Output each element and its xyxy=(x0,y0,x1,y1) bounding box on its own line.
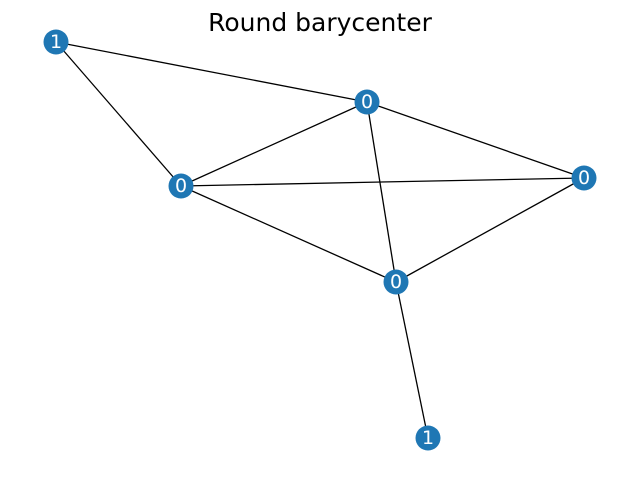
graph-title: Round barycenter xyxy=(208,8,432,37)
node-label: 1 xyxy=(422,427,434,449)
node-label: 0 xyxy=(578,167,590,189)
node-circle xyxy=(383,269,409,295)
node-label: 0 xyxy=(175,175,187,197)
edge-c-d xyxy=(180,177,585,187)
edge-a-b xyxy=(55,41,368,103)
graph-node: 0 xyxy=(571,165,597,191)
node-circle xyxy=(354,89,380,115)
node-circle xyxy=(168,173,194,199)
edge-b-d xyxy=(366,101,585,179)
graph-node: 1 xyxy=(415,425,441,451)
edge-layer xyxy=(55,41,585,439)
edge-e-f xyxy=(395,281,429,439)
node-circle xyxy=(43,29,69,55)
graph-node: 0 xyxy=(383,269,409,295)
node-label: 1 xyxy=(50,31,62,53)
edge-d-e xyxy=(395,177,585,283)
node-circle xyxy=(571,165,597,191)
node-layer: 1 0 0 0 0 1 xyxy=(43,29,597,451)
graph-node: 0 xyxy=(168,173,194,199)
edge-a-c xyxy=(55,41,182,187)
graph-node: 0 xyxy=(354,89,380,115)
node-circle xyxy=(415,425,441,451)
edge-b-c xyxy=(180,101,368,187)
edge-b-e xyxy=(366,101,397,283)
node-label: 0 xyxy=(390,271,402,293)
node-label: 0 xyxy=(361,91,373,113)
graph-node: 1 xyxy=(43,29,69,55)
edge-c-e xyxy=(180,185,397,283)
